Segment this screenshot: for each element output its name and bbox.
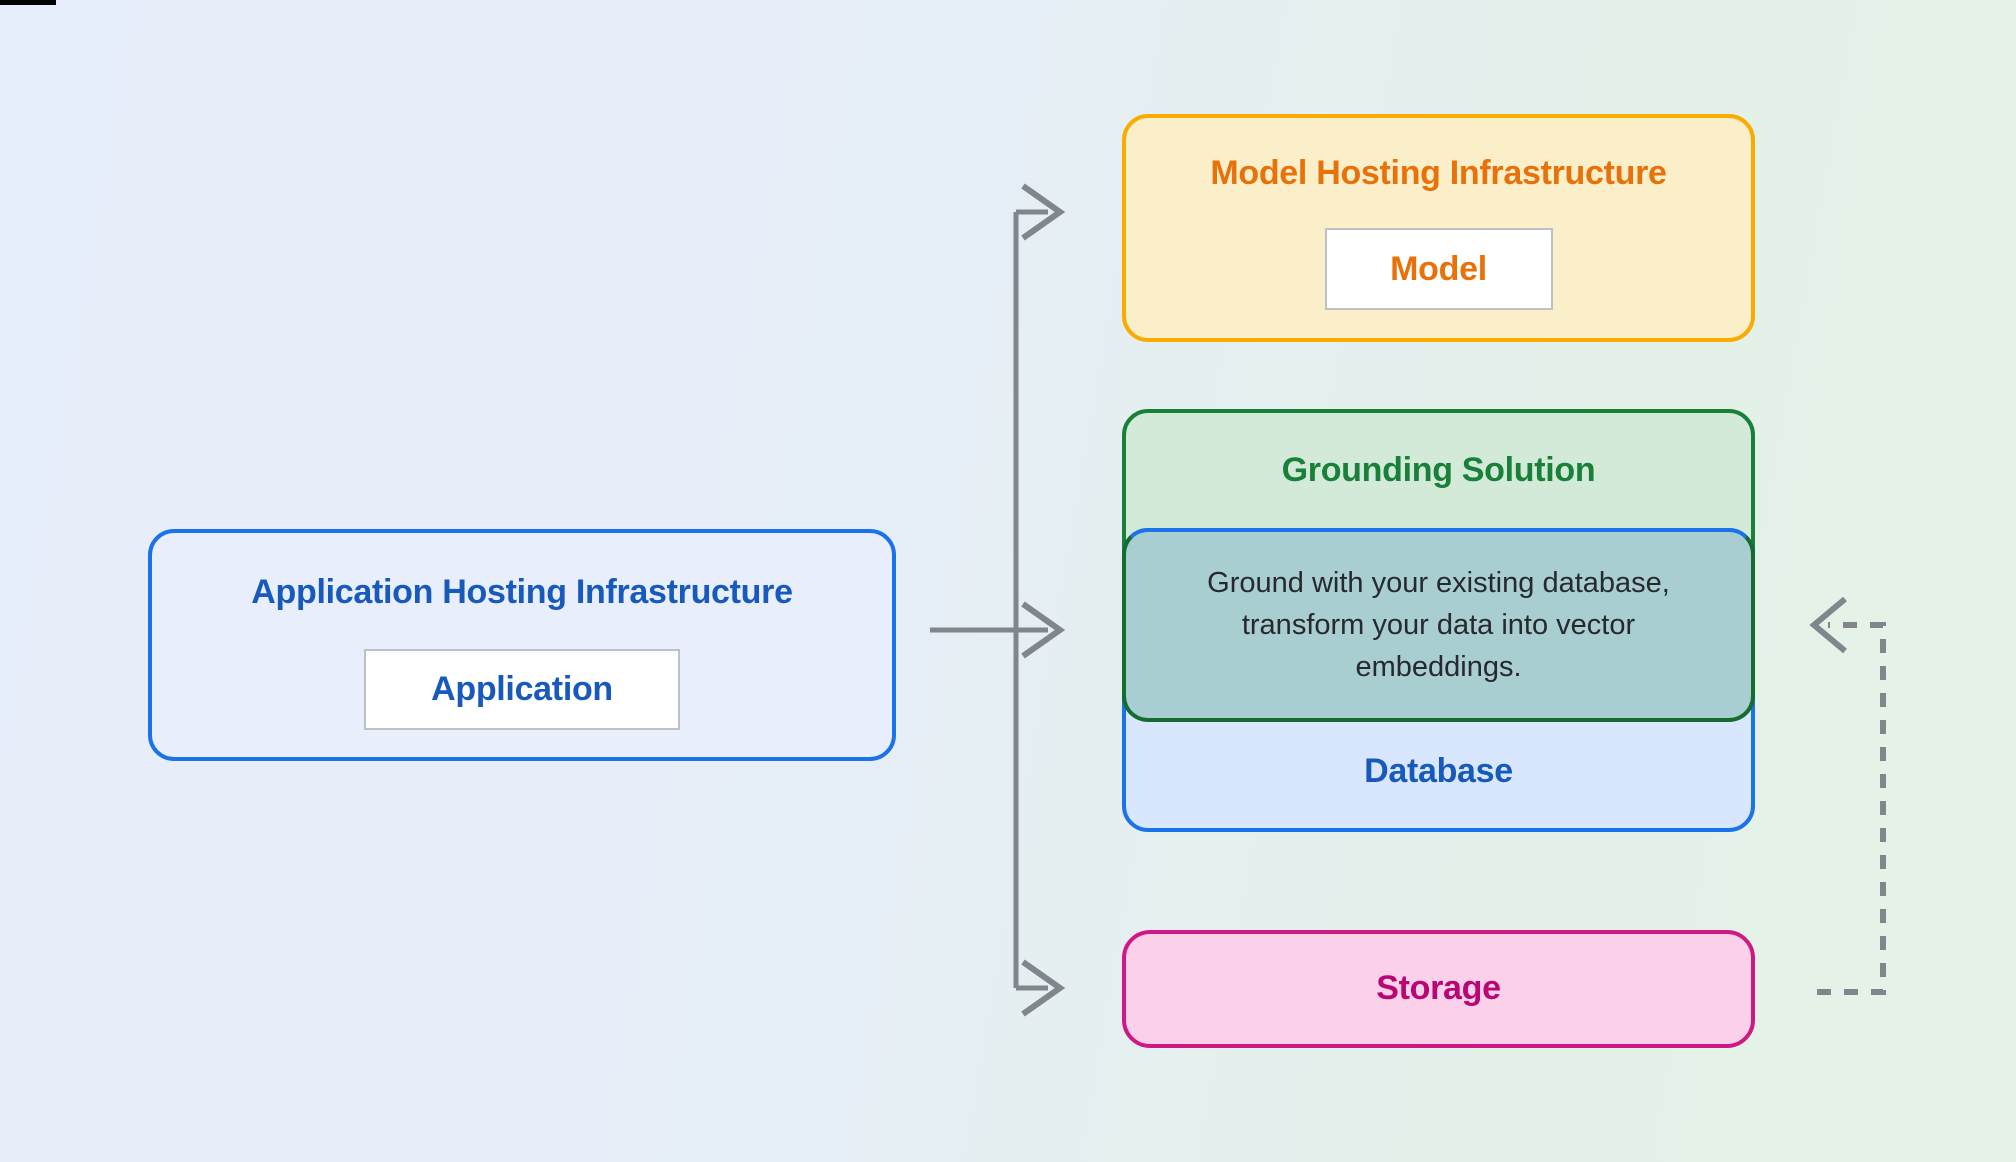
model-hosting-box: Model Hosting Infrastructure Model [1122, 114, 1755, 342]
arrowhead-to-storage-icon [1021, 959, 1066, 1017]
grounding-description-box: Ground with your existing database, tran… [1122, 528, 1755, 722]
grounding-description-text: Ground with your existing database, tran… [1207, 567, 1670, 683]
application-hosting-box: Application Hosting Infrastructure Appli… [148, 529, 896, 761]
arrowhead-to-model-icon [1021, 183, 1066, 241]
dashed-feedback-arrow [1809, 596, 1886, 995]
dashed-arrow-line [1817, 622, 1886, 995]
storage-box: Storage [1122, 930, 1755, 1048]
storage-label: Storage [1376, 969, 1501, 1007]
corner-artifact [0, 0, 56, 5]
solid-arrow-tree [930, 183, 1066, 1017]
model-chip: Model [1324, 228, 1553, 310]
arrowhead-to-grounding-icon [1021, 601, 1066, 659]
database-label: Database [1364, 752, 1513, 790]
application-hosting-title: Application Hosting Infrastructure [251, 573, 793, 611]
grounding-solution-title: Grounding Solution [1281, 451, 1596, 489]
model-hosting-title: Model Hosting Infrastructure [1210, 154, 1667, 192]
arrowhead-to-database-icon [1809, 596, 1847, 654]
application-chip: Application [364, 649, 680, 730]
